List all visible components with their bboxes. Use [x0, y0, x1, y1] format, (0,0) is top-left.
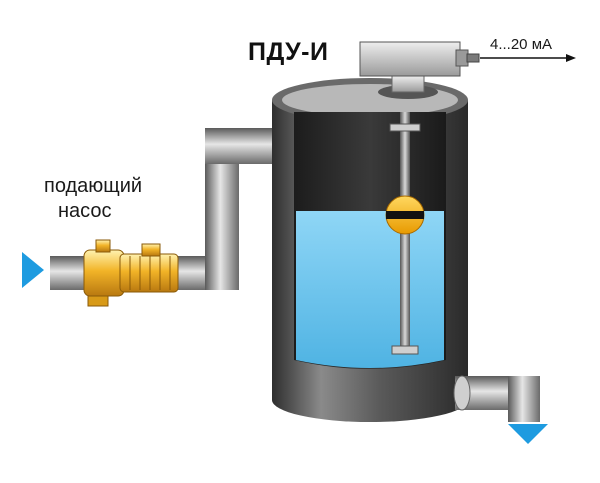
outlet-pipe-down: [508, 376, 540, 422]
rod-bottom-stop: [391, 345, 419, 355]
signal-arrow-icon: [566, 54, 576, 62]
rod-top-stop: [389, 123, 421, 132]
outlet-arrow-icon: [508, 424, 548, 444]
pump-label-line2: насос: [58, 200, 112, 222]
float: [385, 195, 425, 235]
inlet-arrow-icon: [22, 252, 44, 288]
tank: [272, 78, 468, 422]
sensor-head: [359, 41, 480, 99]
device-title: ПДУ-И: [248, 38, 329, 66]
signal-label: 4...20 мА: [490, 36, 553, 53]
pump-label: подающий насос: [44, 174, 174, 224]
supply-pump: [83, 239, 179, 307]
liquid: [296, 211, 444, 368]
riser-elbow: [205, 256, 239, 290]
pump-label-line1: подающий: [44, 175, 143, 197]
